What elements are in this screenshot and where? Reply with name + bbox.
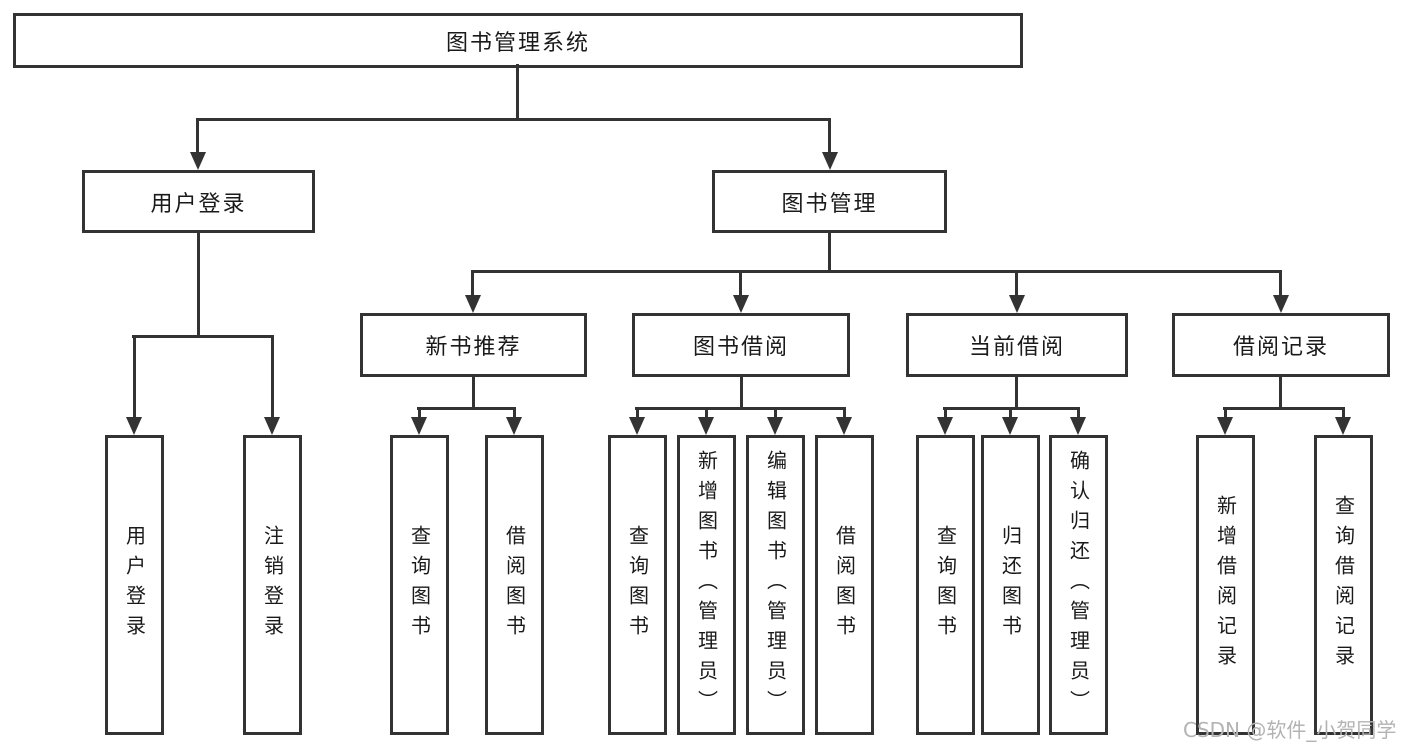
node-root: 图书管理系统 bbox=[13, 13, 1023, 68]
leaf-user-login: 用户登录 bbox=[105, 435, 164, 735]
edge-line bbox=[196, 118, 199, 156]
edge-line bbox=[1009, 407, 1012, 419]
leaf-query-books-1: 查询图书 bbox=[390, 435, 449, 735]
arrow-down-icon bbox=[1070, 417, 1086, 435]
leaf-query-borrow-record-label: 查询借阅记录 bbox=[1331, 495, 1356, 675]
leaf-return-books: 归还图书 bbox=[981, 435, 1040, 735]
leaf-logout: 注销登录 bbox=[243, 435, 302, 735]
arrow-down-icon bbox=[1009, 295, 1025, 313]
edge-line bbox=[417, 407, 516, 410]
leaf-add-borrow-record-label: 新增借阅记录 bbox=[1213, 495, 1238, 675]
arrow-down-icon bbox=[836, 417, 852, 435]
leaf-query-books-2: 查询图书 bbox=[608, 435, 667, 735]
arrow-down-icon bbox=[126, 417, 142, 435]
arrow-down-icon bbox=[1273, 295, 1289, 313]
edge-line bbox=[1342, 407, 1345, 419]
arrow-down-icon bbox=[1002, 417, 1018, 435]
node-borrow-records-label: 借阅记录 bbox=[1232, 335, 1329, 360]
edge-line bbox=[828, 231, 831, 272]
leaf-add-books-admin-label: 新增图书（管理员） bbox=[694, 450, 719, 720]
edge-line bbox=[1224, 407, 1227, 419]
leaf-borrow-books-1: 借阅图书 bbox=[485, 435, 544, 735]
arrow-down-icon bbox=[465, 295, 481, 313]
arrow-down-icon bbox=[506, 417, 522, 435]
leaf-query-books-2-label: 查询图书 bbox=[625, 525, 650, 645]
edge-line bbox=[471, 270, 1282, 273]
edge-line bbox=[944, 407, 947, 419]
edge-line bbox=[705, 407, 708, 419]
edge-line bbox=[516, 64, 519, 120]
edge-line bbox=[1077, 407, 1080, 419]
edge-line bbox=[1223, 407, 1345, 410]
edge-line bbox=[740, 375, 743, 409]
arrow-down-icon bbox=[411, 417, 427, 435]
leaf-query-books-3: 查询图书 bbox=[916, 435, 975, 735]
leaf-edit-books-admin: 编辑图书（管理员） bbox=[746, 435, 805, 735]
node-user-login: 用户登录 bbox=[82, 170, 315, 233]
leaf-user-login-label: 用户登录 bbox=[122, 525, 147, 645]
edge-line bbox=[1015, 375, 1018, 409]
node-book-borrow-label: 图书借阅 bbox=[692, 335, 789, 360]
edge-line bbox=[828, 118, 831, 156]
leaf-logout-label: 注销登录 bbox=[260, 525, 285, 645]
arrow-down-icon bbox=[767, 417, 783, 435]
edge-line bbox=[1015, 270, 1018, 297]
leaf-edit-books-admin-label: 编辑图书（管理员） bbox=[763, 450, 788, 720]
edge-line bbox=[418, 407, 421, 419]
arrow-down-icon bbox=[264, 417, 280, 435]
edge-line bbox=[739, 270, 742, 297]
edge-line bbox=[132, 335, 274, 338]
leaf-add-books-admin: 新增图书（管理员） bbox=[677, 435, 736, 735]
arrow-down-icon bbox=[629, 417, 645, 435]
csdn-watermark: CSDN @软件_小贺同学 bbox=[1183, 718, 1397, 742]
edge-line bbox=[471, 270, 474, 297]
node-new-book-recommend-label: 新书推荐 bbox=[425, 335, 522, 360]
node-borrow-records: 借阅记录 bbox=[1172, 313, 1390, 377]
edge-line bbox=[636, 407, 639, 419]
node-user-login-label: 用户登录 bbox=[150, 191, 247, 217]
edge-line bbox=[1279, 375, 1282, 409]
leaf-borrow-books-2-label: 借阅图书 bbox=[832, 525, 857, 645]
leaf-borrow-books-1-label: 借阅图书 bbox=[502, 525, 527, 645]
arrow-down-icon bbox=[733, 295, 749, 313]
edge-line bbox=[774, 407, 777, 419]
leaf-query-borrow-record: 查询借阅记录 bbox=[1314, 435, 1373, 735]
node-root-label: 图书管理系统 bbox=[445, 30, 590, 56]
edge-line bbox=[513, 407, 516, 419]
arrow-down-icon bbox=[190, 152, 206, 170]
arrow-down-icon bbox=[822, 152, 838, 170]
edge-line bbox=[133, 335, 136, 419]
leaf-return-books-label: 归还图书 bbox=[998, 525, 1023, 645]
edge-line bbox=[843, 407, 846, 419]
node-book-management: 图书管理 bbox=[712, 170, 947, 233]
node-new-book-recommend: 新书推荐 bbox=[360, 313, 587, 377]
leaf-confirm-return-admin: 确认归还（管理员） bbox=[1049, 435, 1108, 735]
edge-line bbox=[197, 231, 200, 337]
node-current-borrow-label: 当前借阅 bbox=[968, 335, 1065, 360]
leaf-borrow-books-2: 借阅图书 bbox=[815, 435, 874, 735]
edge-line bbox=[635, 407, 845, 410]
arrow-down-icon bbox=[1217, 417, 1233, 435]
node-book-borrow: 图书借阅 bbox=[632, 313, 850, 377]
edge-line bbox=[196, 118, 831, 121]
node-book-management-label: 图书管理 bbox=[781, 191, 878, 217]
leaf-query-books-1-label: 查询图书 bbox=[407, 525, 432, 645]
edge-line bbox=[271, 335, 274, 419]
node-current-borrow: 当前借阅 bbox=[906, 313, 1128, 377]
leaf-add-borrow-record: 新增借阅记录 bbox=[1196, 435, 1255, 735]
leaf-confirm-return-admin-label: 确认归还（管理员） bbox=[1066, 450, 1091, 720]
arrow-down-icon bbox=[937, 417, 953, 435]
arrow-down-icon bbox=[1335, 417, 1351, 435]
arrow-down-icon bbox=[698, 417, 714, 435]
edge-line bbox=[472, 375, 475, 409]
edge-line bbox=[1279, 270, 1282, 297]
leaf-query-books-3-label: 查询图书 bbox=[933, 525, 958, 645]
